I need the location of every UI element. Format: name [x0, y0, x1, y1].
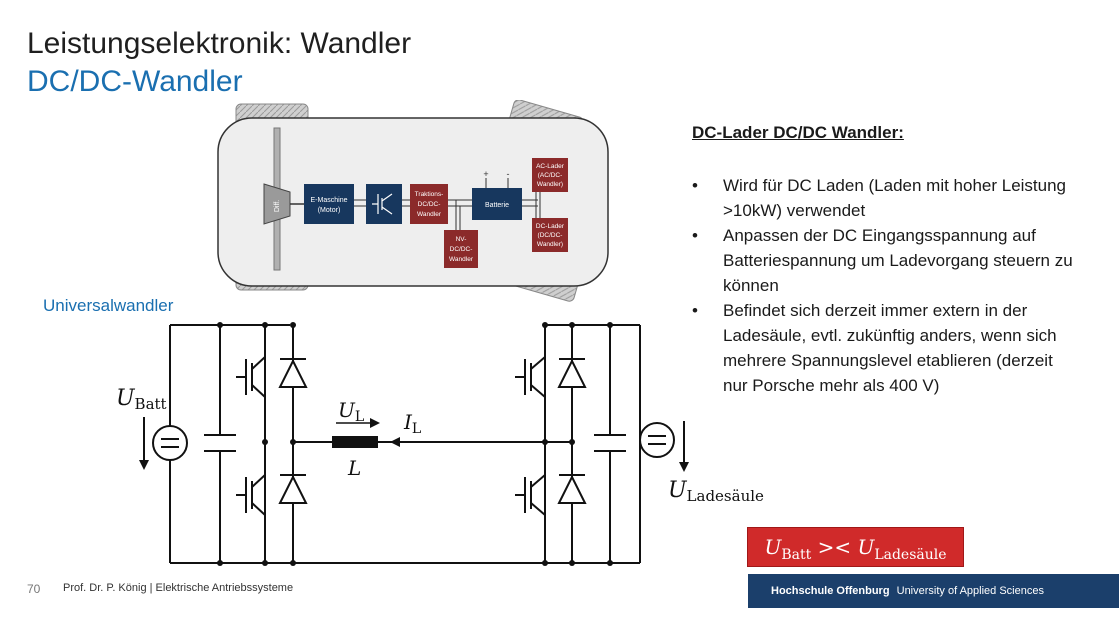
universalwandler-circuit: UBatt UL IL L ULadesäule [116, 322, 764, 566]
university-brand-bar: Hochschule Offenburg University of Appli… [748, 574, 1119, 608]
igbt-symbol [372, 193, 393, 215]
traktion-label-2: DC/DC- [418, 201, 441, 208]
comparison-operator: >< [811, 535, 858, 559]
e-maschine-block [304, 184, 354, 224]
comparison-lade-sub: Ladesäule [874, 547, 947, 563]
dc-label-1: DC-Lader [536, 223, 565, 230]
inductor-label: L [347, 456, 361, 480]
ac-label-3: Wandler) [537, 181, 563, 188]
comparison-u-right: U [857, 535, 875, 559]
comparison-batt-sub: Batt [781, 547, 812, 563]
dc-lader-block [532, 218, 568, 252]
nv-label-3: Wandler [449, 256, 474, 263]
slide-subtitle: DC/DC-Wandler [27, 65, 243, 98]
batterie-minus: - [507, 169, 510, 179]
page-number: 70 [27, 582, 41, 596]
traktion-label-3: Wandler [417, 211, 442, 218]
voltage-comparison-box: UBatt >< ULadesäule [747, 527, 964, 567]
batterie-plus: + [483, 169, 488, 179]
comparison-u-left: U [764, 535, 782, 559]
nv-dcdc-block [444, 230, 478, 268]
university-name: Hochschule Offenburg [771, 585, 890, 597]
nv-label-1: NV- [456, 236, 467, 243]
dc-lader-bullet-list: Wird für DC Laden (Laden mit hoher Leist… [692, 173, 1082, 398]
dc-lader-heading: DC-Lader DC/DC Wandler: [692, 123, 904, 142]
footer-author: Prof. Dr. P. König | Elektrische Antrieb… [63, 582, 294, 594]
traktion-label-1: Traktions- [415, 191, 444, 198]
i-l-symbol: IL [403, 410, 421, 437]
diff-label: Diff. [274, 200, 281, 212]
ac-label-2: (AC/DC- [538, 172, 563, 179]
dc-lader-info-panel: DC-Lader DC/DC Wandler: Wird für DC Lade… [692, 120, 1082, 398]
u-ladesaeule-symbol: ULadesäule [668, 478, 764, 505]
u-batt-symbol: UBatt [116, 386, 167, 413]
bullet-item-3: Befindet sich derzeit immer extern in de… [692, 298, 1082, 398]
differential [263, 183, 291, 225]
batterie-block [472, 188, 522, 220]
traktion-dcdc-block [410, 184, 448, 224]
nv-label-2: DC/DC- [450, 246, 473, 253]
university-tagline: University of Applied Sciences [896, 585, 1044, 597]
inductor [332, 436, 378, 448]
slide-title: Leistungselektronik: Wandler [27, 27, 412, 60]
car-drivetrain-diagram: Diff. E-Maschine (Motor) Traktions- DC/D… [217, 100, 609, 302]
dc-label-2: (DC/DC- [538, 232, 563, 239]
e-maschine-label-2: (Motor) [318, 207, 341, 214]
battery-voltage-source [152, 425, 188, 461]
ac-label-1: AC-Lader [536, 163, 565, 170]
dc-label-3: Wandler) [537, 241, 563, 248]
batterie-label: Batterie [485, 202, 509, 209]
ladesaeule-voltage-source [639, 422, 675, 458]
inverter-block [366, 184, 402, 224]
bullet-item-1: Wird für DC Laden (Laden mit hoher Leist… [692, 173, 1082, 223]
e-maschine-label-1: E-Maschine [311, 197, 348, 204]
universalwandler-label: Universalwandler [43, 296, 174, 315]
bullet-item-2: Anpassen der DC Eingangsspannung auf Bat… [692, 223, 1082, 298]
ac-lader-block [532, 158, 568, 192]
u-l-symbol: UL [338, 398, 364, 425]
